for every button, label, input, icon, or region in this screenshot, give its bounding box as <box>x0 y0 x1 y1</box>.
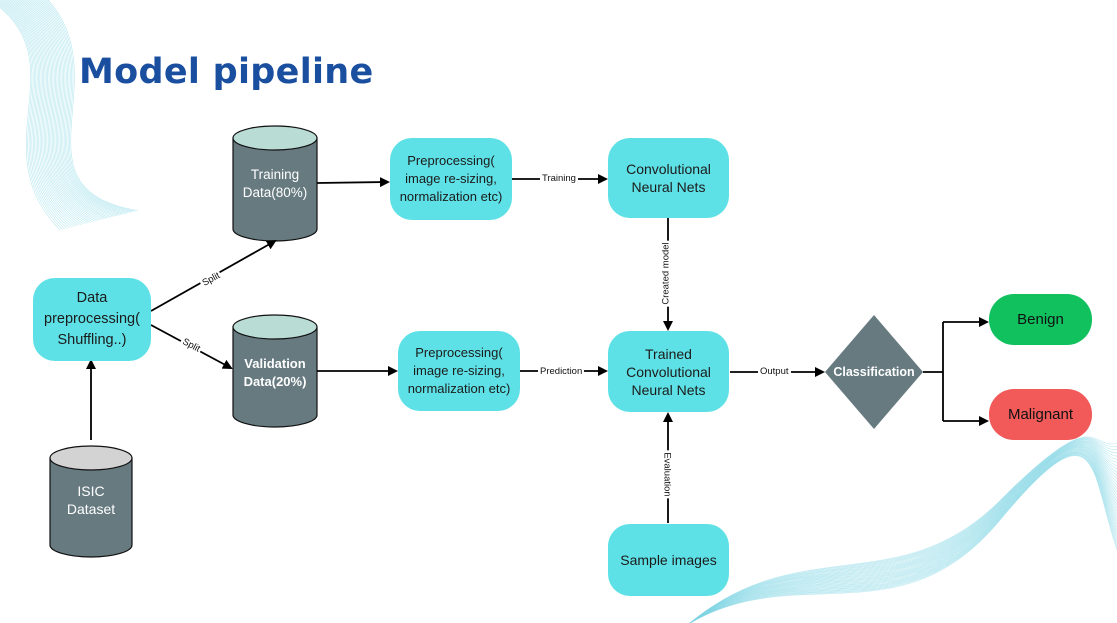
wave-line <box>19 0 101 221</box>
validation-data-label: Validation Data(20%) <box>243 356 307 389</box>
prediction-label: Prediction <box>538 366 585 377</box>
wave-line <box>689 444 1117 623</box>
wave-line <box>40 0 129 214</box>
wave-line <box>689 449 1117 623</box>
wave-line <box>689 440 1117 623</box>
trained-cnn-node: Trained Convolutional Neural Nets <box>608 331 729 412</box>
evaluation-label: Evaluation <box>661 450 673 499</box>
validation-data-cylinder <box>232 314 318 428</box>
wave-line <box>23 0 105 220</box>
wave-line <box>689 450 1117 623</box>
wave-line <box>689 446 1117 623</box>
wave-line <box>2 0 77 227</box>
wave-line <box>689 451 1117 623</box>
benign-label: Benign <box>1017 311 1064 328</box>
wave-line <box>0 7 61 231</box>
training-data-cylinder <box>232 125 318 242</box>
wave-line <box>25 0 108 219</box>
wave-line <box>0 0 72 228</box>
wave-line <box>689 443 1117 623</box>
wave-line <box>689 447 1117 623</box>
wave-line <box>0 1 70 228</box>
training-label: Training <box>540 173 578 184</box>
wave-line <box>689 448 1117 623</box>
wave-line <box>689 439 1117 623</box>
wave-line <box>689 443 1117 623</box>
cnn-node: Convolutional Neural Nets <box>608 138 729 218</box>
arrow-training-to-preprocessing <box>316 177 390 188</box>
preprocessing-train-node: Preprocessing( image re-sizing, normaliz… <box>390 138 512 220</box>
preprocessing-val-node: Preprocessing( image re-sizing, normaliz… <box>398 331 520 411</box>
wave-line <box>37 0 124 215</box>
wave-line <box>689 438 1117 623</box>
wave-line <box>689 445 1117 623</box>
wave-line <box>689 451 1117 623</box>
output-label: Output <box>758 366 791 377</box>
wave-line <box>689 442 1117 623</box>
wave-line <box>689 440 1117 623</box>
wave-line <box>32 0 117 217</box>
wave-line <box>689 452 1117 623</box>
wave-decoration-bottom-right <box>689 436 1117 623</box>
wave-line <box>9 0 87 224</box>
wave-line <box>33 0 119 216</box>
data-preprocessing-node: Data preprocessing( Shuffling..) <box>33 278 151 361</box>
page-title: Model pipeline <box>79 52 374 92</box>
classification-label: Classification <box>833 365 915 379</box>
created-model-label: Created model <box>660 240 672 307</box>
wave-line <box>689 450 1117 623</box>
wave-line <box>16 0 96 222</box>
wave-line <box>5 0 82 225</box>
wave-line <box>689 442 1117 623</box>
wave-line <box>44 0 134 213</box>
wave-line <box>0 3 68 229</box>
wave-line <box>48 0 138 211</box>
wave-line <box>689 447 1117 623</box>
wave-line <box>21 0 103 220</box>
wave-line <box>689 437 1117 623</box>
wave-line <box>689 441 1117 623</box>
malignant-pill <box>989 389 1092 440</box>
wave-line <box>3 0 79 226</box>
wave-line <box>689 448 1117 623</box>
isic-dataset-label: ISIC Dataset <box>66 483 116 517</box>
malignant-label: Malignant <box>1007 406 1074 423</box>
wave-line <box>35 0 122 215</box>
classification-diamond <box>825 315 923 429</box>
wave-line <box>14 0 94 223</box>
wave-line <box>0 6 63 230</box>
wave-line <box>7 0 84 225</box>
wave-decoration-top-left <box>0 0 138 231</box>
wave-line <box>689 438 1117 623</box>
wave-line <box>689 436 1117 623</box>
wave-line <box>0 0 75 227</box>
wave-line <box>12 0 91 223</box>
wave-line <box>42 0 131 213</box>
benign-pill <box>989 294 1092 345</box>
wave-line <box>26 0 110 218</box>
wave-line <box>689 446 1117 623</box>
wave-line <box>689 449 1117 623</box>
training-data-label: Training Data(80%) <box>242 167 308 200</box>
wave-line <box>10 0 89 224</box>
wave-line <box>0 4 65 230</box>
wave-line <box>689 444 1117 623</box>
wave-line <box>30 0 115 217</box>
wave-line <box>28 0 112 218</box>
isic-dataset-cylinder <box>49 445 133 558</box>
wave-line <box>46 0 136 212</box>
sample-images-node: Sample images <box>608 524 729 596</box>
wave-line <box>39 0 126 214</box>
wave-line <box>18 0 98 221</box>
